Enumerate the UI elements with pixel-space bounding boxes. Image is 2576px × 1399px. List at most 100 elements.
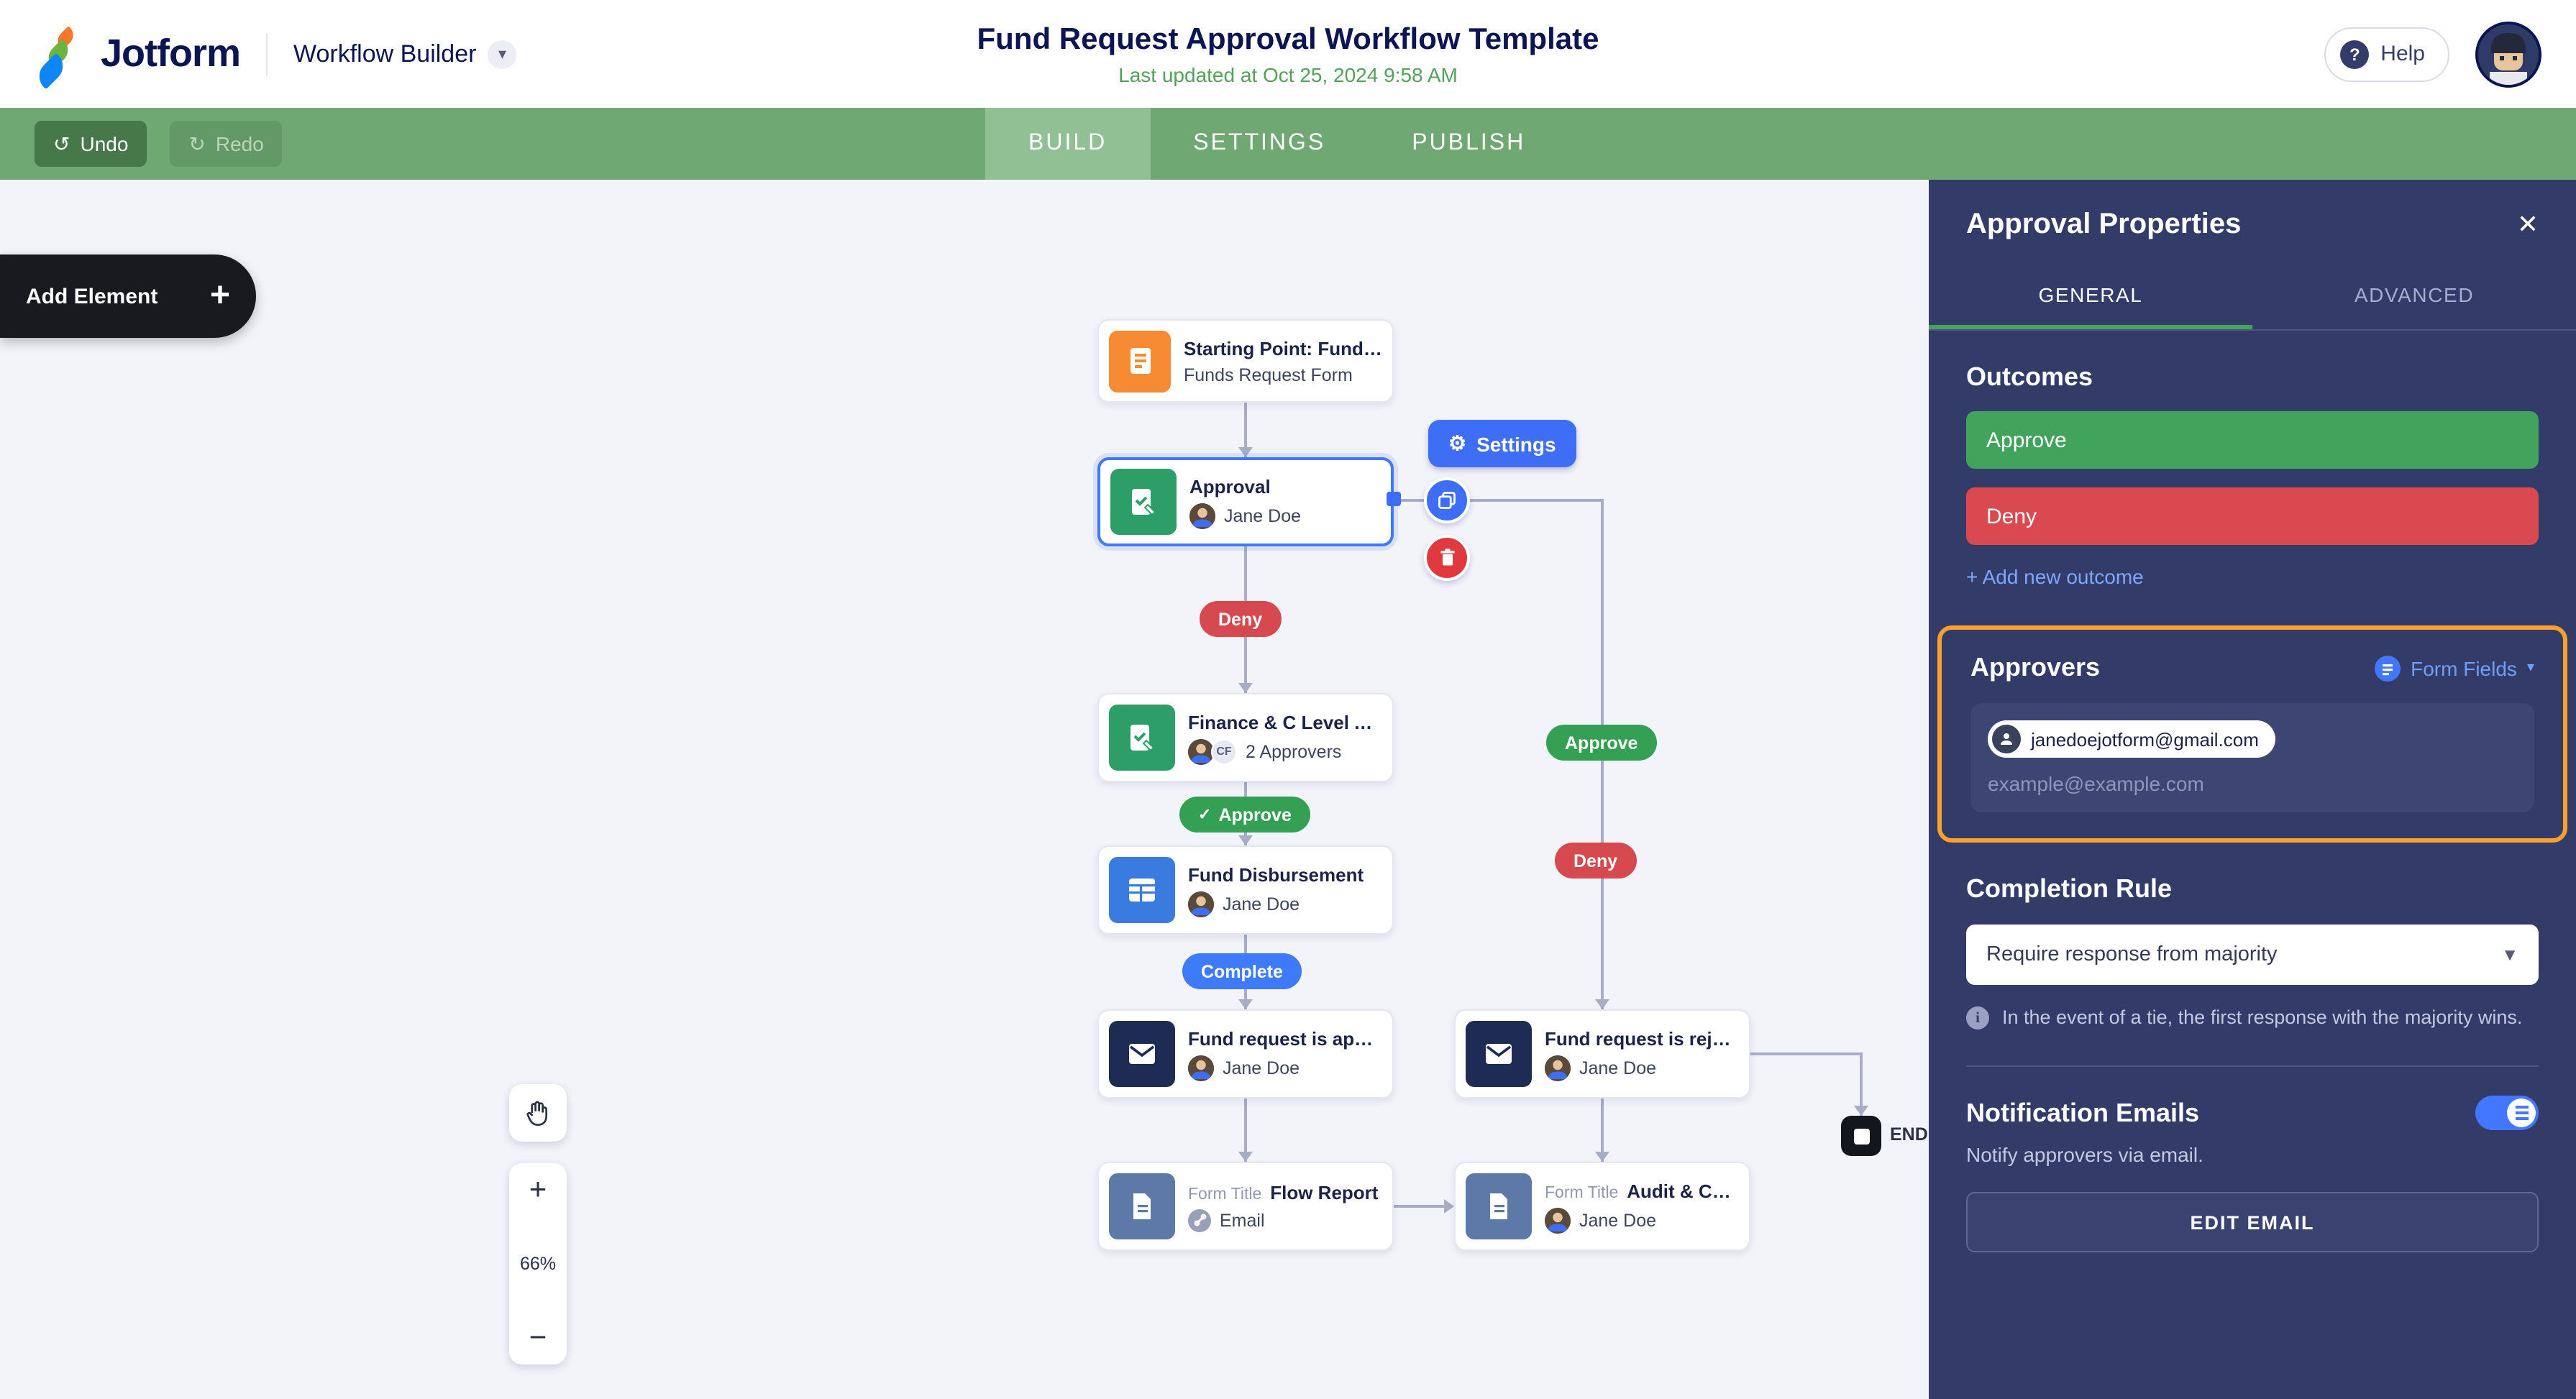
user-icon [1992, 725, 2021, 753]
approvers-input[interactable]: janedoejotform@gmail.com [1970, 703, 2534, 812]
add-new-outcome-link[interactable]: + Add new outcome [1966, 565, 2144, 588]
zoom-in-button[interactable]: + [529, 1173, 547, 1206]
node-approved-email[interactable]: Fund request is approved. Jane Doe [1097, 1009, 1394, 1098]
connector-handle[interactable] [1387, 492, 1401, 506]
help-button[interactable]: ? Help [2324, 27, 2449, 81]
link-icon [1188, 1208, 1211, 1231]
approver-email-input[interactable] [1988, 772, 2517, 795]
workflow-canvas[interactable]: Deny ✓Approve Complete Approve Deny Star… [0, 180, 1929, 1399]
node-title: Fund request is approved. [1188, 1027, 1382, 1049]
outcome-pill-deny[interactable]: Deny [1555, 843, 1637, 879]
jotform-logo-icon [32, 25, 86, 89]
page-title: Fund Request Approval Workflow Template [977, 22, 1599, 55]
outcome-pill-approve[interactable]: Approve [1546, 725, 1657, 761]
node-subtitle: Jane Doe [1224, 505, 1302, 526]
connector-line [1750, 1052, 1861, 1055]
node-subtitle: 2 Approvers [1246, 741, 1342, 761]
add-element-button[interactable]: Add Element + [0, 254, 256, 338]
connector-arrow [1238, 447, 1253, 457]
outcome-pill-approve[interactable]: ✓Approve [1179, 797, 1310, 832]
close-icon[interactable]: ✕ [2516, 210, 2539, 239]
connector-arrow [1854, 1106, 1868, 1116]
node-audit-compliance[interactable]: Form Title Audit & Compli... Jane Doe [1454, 1162, 1750, 1251]
table-icon [1109, 857, 1175, 923]
undo-button[interactable]: ↺ Undo [35, 121, 147, 167]
edit-email-button[interactable]: EDIT EMAIL [1966, 1192, 2539, 1253]
node-rejected-email[interactable]: Fund request is rejected. Jane Doe [1454, 1009, 1750, 1098]
completion-rule-info: In the event of a tie, the first respons… [2002, 1006, 2523, 1028]
form-fields-icon [2375, 655, 2401, 681]
approver-initials-badge: CF [1211, 738, 1237, 764]
node-title: Audit & Compli... [1627, 1180, 1739, 1201]
connector-arrow [1238, 999, 1253, 1009]
outcome-approve[interactable]: Approve [1966, 411, 2539, 469]
node-fund-disbursement[interactable]: Fund Disbursement Jane Doe [1097, 845, 1394, 935]
zoom-out-button[interactable]: − [529, 1321, 547, 1354]
stop-icon [1853, 1128, 1869, 1144]
question-icon: ? [2340, 40, 2370, 68]
node-title: Approval [1189, 475, 1271, 497]
node-starting-point[interactable]: Starting Point: Fund Request ... Funds R… [1097, 319, 1394, 403]
outcome-pill-complete[interactable]: Complete [1182, 953, 1302, 989]
toggle-knob [2507, 1098, 2536, 1128]
info-icon: i [1966, 1006, 1989, 1029]
panel-tabs: GENERAL ADVANCED [1929, 265, 2576, 331]
node-settings-button[interactable]: ⚙ Settings [1428, 420, 1576, 467]
copy-icon [1438, 492, 1456, 509]
node-subtitle: Jane Doe [1223, 894, 1300, 914]
node-prefix: Form Title [1188, 1185, 1262, 1203]
panel-title: Approval Properties [1966, 208, 2242, 240]
notification-emails-label: Notification Emails [1966, 1098, 2200, 1127]
outcome-pill-deny[interactable]: Deny [1200, 601, 1282, 637]
form-fields-dropdown[interactable]: Form Fields ▾ [2375, 655, 2534, 681]
panel-tab-general[interactable]: GENERAL [1929, 265, 2252, 329]
panel-tab-advanced[interactable]: ADVANCED [2354, 283, 2475, 306]
redo-label: Redo [215, 132, 264, 155]
node-subtitle: Jane Doe [1223, 1058, 1300, 1078]
duplicate-node-button[interactable] [1424, 477, 1470, 523]
approver-avatar [1188, 738, 1214, 764]
report-icon [1109, 1173, 1175, 1239]
approver-chip[interactable]: janedoejotform@gmail.com [1988, 720, 2276, 758]
tab-build[interactable]: BUILD [985, 108, 1151, 180]
undo-icon: ↺ [53, 132, 70, 155]
recipient-avatar [1188, 1055, 1214, 1081]
tab-publish[interactable]: PUBLISH [1412, 131, 1526, 155]
assignee-avatar [1188, 891, 1214, 917]
node-title: Fund Disbursement [1188, 863, 1364, 885]
toolbar-tabs: BUILD SETTINGS PUBLISH [985, 108, 1568, 180]
pan-tool-button[interactable] [509, 1084, 567, 1142]
completion-rule-select[interactable]: Require response from majority ▼ [1966, 925, 2539, 985]
approval-properties-panel: Approval Properties ✕ GENERAL ADVANCED O… [1929, 180, 2576, 1399]
node-approval[interactable]: Approval Jane Doe [1097, 457, 1394, 546]
help-label: Help [2380, 42, 2425, 66]
user-avatar[interactable] [2475, 21, 2541, 87]
node-flow-report[interactable]: Form Title Flow Report Email [1097, 1162, 1394, 1251]
completion-rule-label: Completion Rule [1966, 874, 2172, 903]
approval-icon [1109, 705, 1175, 771]
end-node[interactable] [1841, 1116, 1881, 1156]
node-title: Fund request is rejected. [1545, 1027, 1739, 1049]
connector-arrow [1595, 1152, 1609, 1162]
connector-line [1860, 1052, 1863, 1116]
node-title: Finance & C Level Approve &... [1188, 711, 1382, 733]
redo-button[interactable]: ↻ Redo [170, 121, 283, 167]
form-icon [1109, 330, 1171, 392]
assignee-avatar [1545, 1207, 1571, 1233]
tab-settings[interactable]: SETTINGS [1193, 131, 1326, 155]
delete-node-button[interactable] [1424, 535, 1470, 581]
jotform-logo[interactable]: Jotform [32, 25, 241, 89]
trash-icon [1440, 549, 1454, 566]
connector-line [1394, 1205, 1445, 1208]
completion-rule-section: Completion Rule Require response from ma… [1929, 843, 2576, 1031]
connector-arrow [1238, 835, 1253, 845]
node-title: Starting Point: Fund Request ... [1184, 337, 1382, 359]
node-finance-approval[interactable]: Finance & C Level Approve &... CF 2 Appr… [1097, 693, 1394, 782]
email-icon [1109, 1021, 1175, 1087]
workflow-builder-dropdown[interactable]: Workflow Builder ▾ [293, 40, 517, 68]
notification-toggle[interactable] [2475, 1096, 2539, 1131]
chevron-down-icon: ▾ [2526, 660, 2534, 676]
outcome-deny[interactable]: Deny [1966, 487, 2539, 545]
connector-arrow [1595, 999, 1609, 1009]
plus-icon: + [209, 276, 230, 315]
